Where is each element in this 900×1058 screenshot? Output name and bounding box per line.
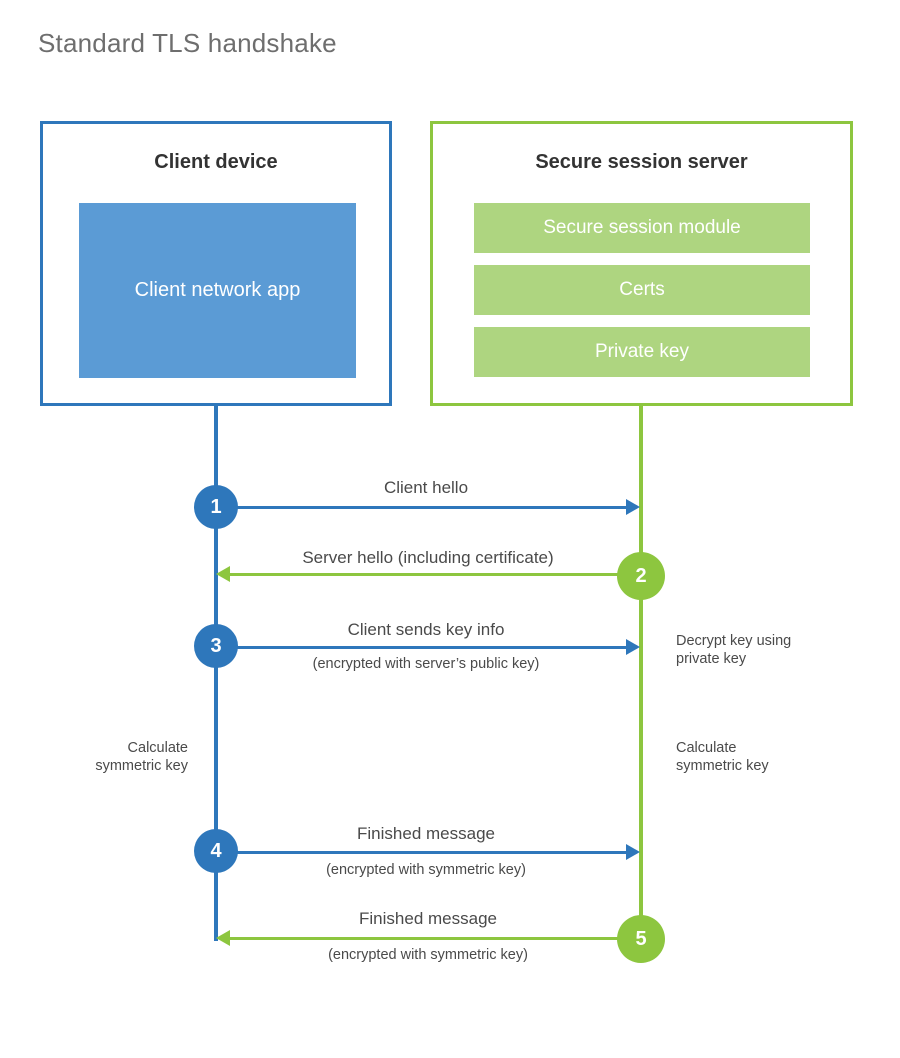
message-line-step-3: [216, 646, 630, 649]
message-sublabel-step-5: (encrypted with symmetric key): [328, 947, 528, 963]
page-title: Standard TLS handshake: [38, 28, 337, 58]
server-module-private-key: Private key: [474, 327, 810, 377]
client-device-box: Client device Client network app: [40, 121, 392, 406]
note-client-calculate-symmetric-key: Calculate symmetric key: [95, 740, 188, 775]
client-lifeline: [214, 406, 218, 941]
arrow-head-step-5: [216, 930, 230, 946]
message-label-step-2: Server hello (including certificate): [302, 548, 554, 567]
message-label-step-1: Client hello: [383, 478, 469, 497]
arrow-head-step-3: [626, 639, 640, 655]
client-device-title: Client device: [154, 151, 278, 173]
message-label-step-3: Client sends key info: [347, 620, 505, 639]
message-line-step-4: [216, 851, 630, 854]
message-line-step-2: [222, 573, 632, 576]
message-label-step-4: Finished message: [357, 824, 495, 843]
server-lifeline: [639, 406, 643, 939]
arrow-head-step-1: [626, 499, 640, 515]
step-badge-3: 3: [194, 624, 238, 668]
step-badge-4: 4: [194, 829, 238, 873]
secure-session-server-title: Secure session server: [535, 151, 748, 173]
note-server-calculate-symmetric-key: Calculate symmetric key: [676, 740, 769, 775]
server-module-secure-session-module: Secure session module: [474, 203, 810, 253]
note-decrypt-key: Decrypt key using private key: [676, 633, 792, 668]
message-line-step-5: [222, 937, 632, 940]
step-badge-1: 1: [194, 485, 238, 529]
message-sublabel-step-3: (encrypted with server’s public key): [312, 656, 540, 672]
secure-session-server-box: Secure session server Secure session mod…: [430, 121, 853, 406]
server-module-certs: Certs: [474, 265, 810, 315]
message-sublabel-step-4: (encrypted with symmetric key): [326, 862, 526, 878]
arrow-head-step-2: [216, 566, 230, 582]
step-badge-2: 2: [617, 552, 665, 600]
client-network-app-block: Client network app: [79, 203, 356, 378]
message-line-step-1: [216, 506, 630, 509]
arrow-head-step-4: [626, 844, 640, 860]
message-label-step-5: Finished message: [359, 909, 497, 928]
step-badge-5: 5: [617, 915, 665, 963]
